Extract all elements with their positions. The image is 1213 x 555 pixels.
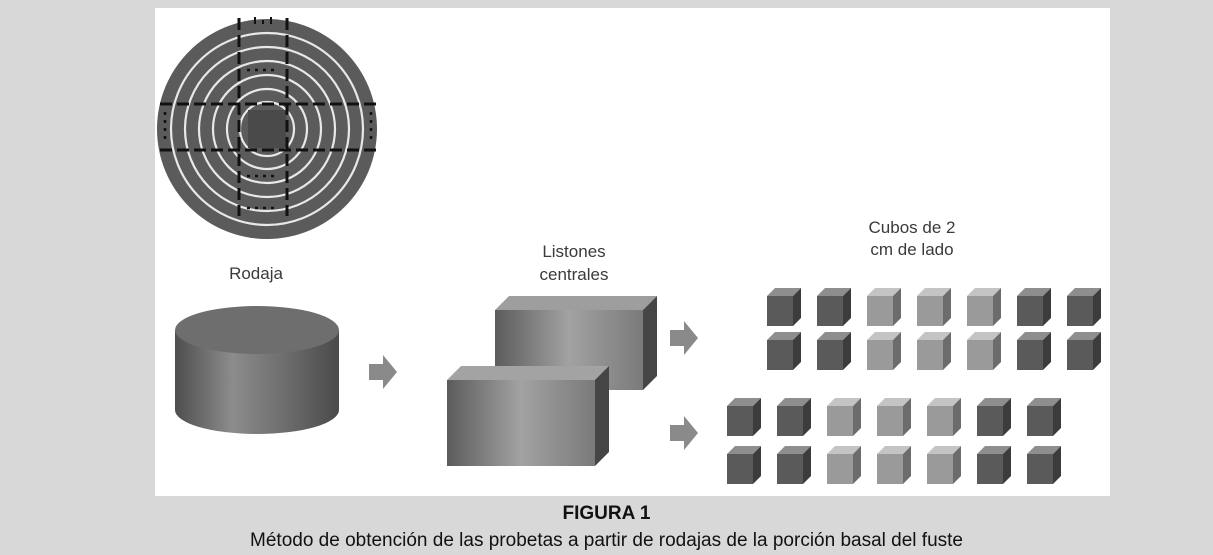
cube [877,446,911,484]
listones-box-front [447,366,609,466]
cube [817,288,851,326]
cube [927,446,961,484]
cube [927,398,961,436]
cubes-group [727,288,1101,484]
cube [977,446,1011,484]
listones-label-line1: Listones [542,242,606,261]
cube [967,332,1001,370]
growth-rings [169,31,365,227]
cube [827,398,861,436]
cutting-lines [160,18,380,216]
cube [1017,288,1051,326]
cube [817,332,851,370]
cube [1027,398,1061,436]
cube [767,288,801,326]
figure-panel: Rodaja Listones centrales Cubos de 2 cm … [155,8,1110,496]
ruler-ticks [254,17,272,24]
log-cross-section [157,17,380,239]
figure-diagram [157,17,1101,484]
listones-label-line2: centrales [539,265,609,284]
cube [917,332,951,370]
dotted-cut-marks [163,68,373,210]
cube [1017,332,1051,370]
cube [777,398,811,436]
cube [767,332,801,370]
cube [917,288,951,326]
cube [1067,332,1101,370]
cube [827,446,861,484]
cube [967,288,1001,326]
cubos-label-line2: cm de lado [870,240,954,259]
figure-caption-text: Método de obtención de las probetas a pa… [250,530,963,551]
cube [727,398,761,436]
cube [777,446,811,484]
pith-square [248,110,286,148]
figure-caption-title: FIGURA 1 [562,503,651,524]
cube [867,288,901,326]
cube [727,446,761,484]
cube [1027,446,1061,484]
rodaja-cylinder [175,306,339,434]
cube [1067,288,1101,326]
arrow-icon [369,355,397,389]
cubos-label-line1: Cubos de 2 [868,218,956,237]
arrow-icon [670,416,698,450]
cube [877,398,911,436]
rodaja-label: Rodaja [229,264,283,283]
cube [977,398,1011,436]
cube [867,332,901,370]
arrow-icon [670,321,698,355]
